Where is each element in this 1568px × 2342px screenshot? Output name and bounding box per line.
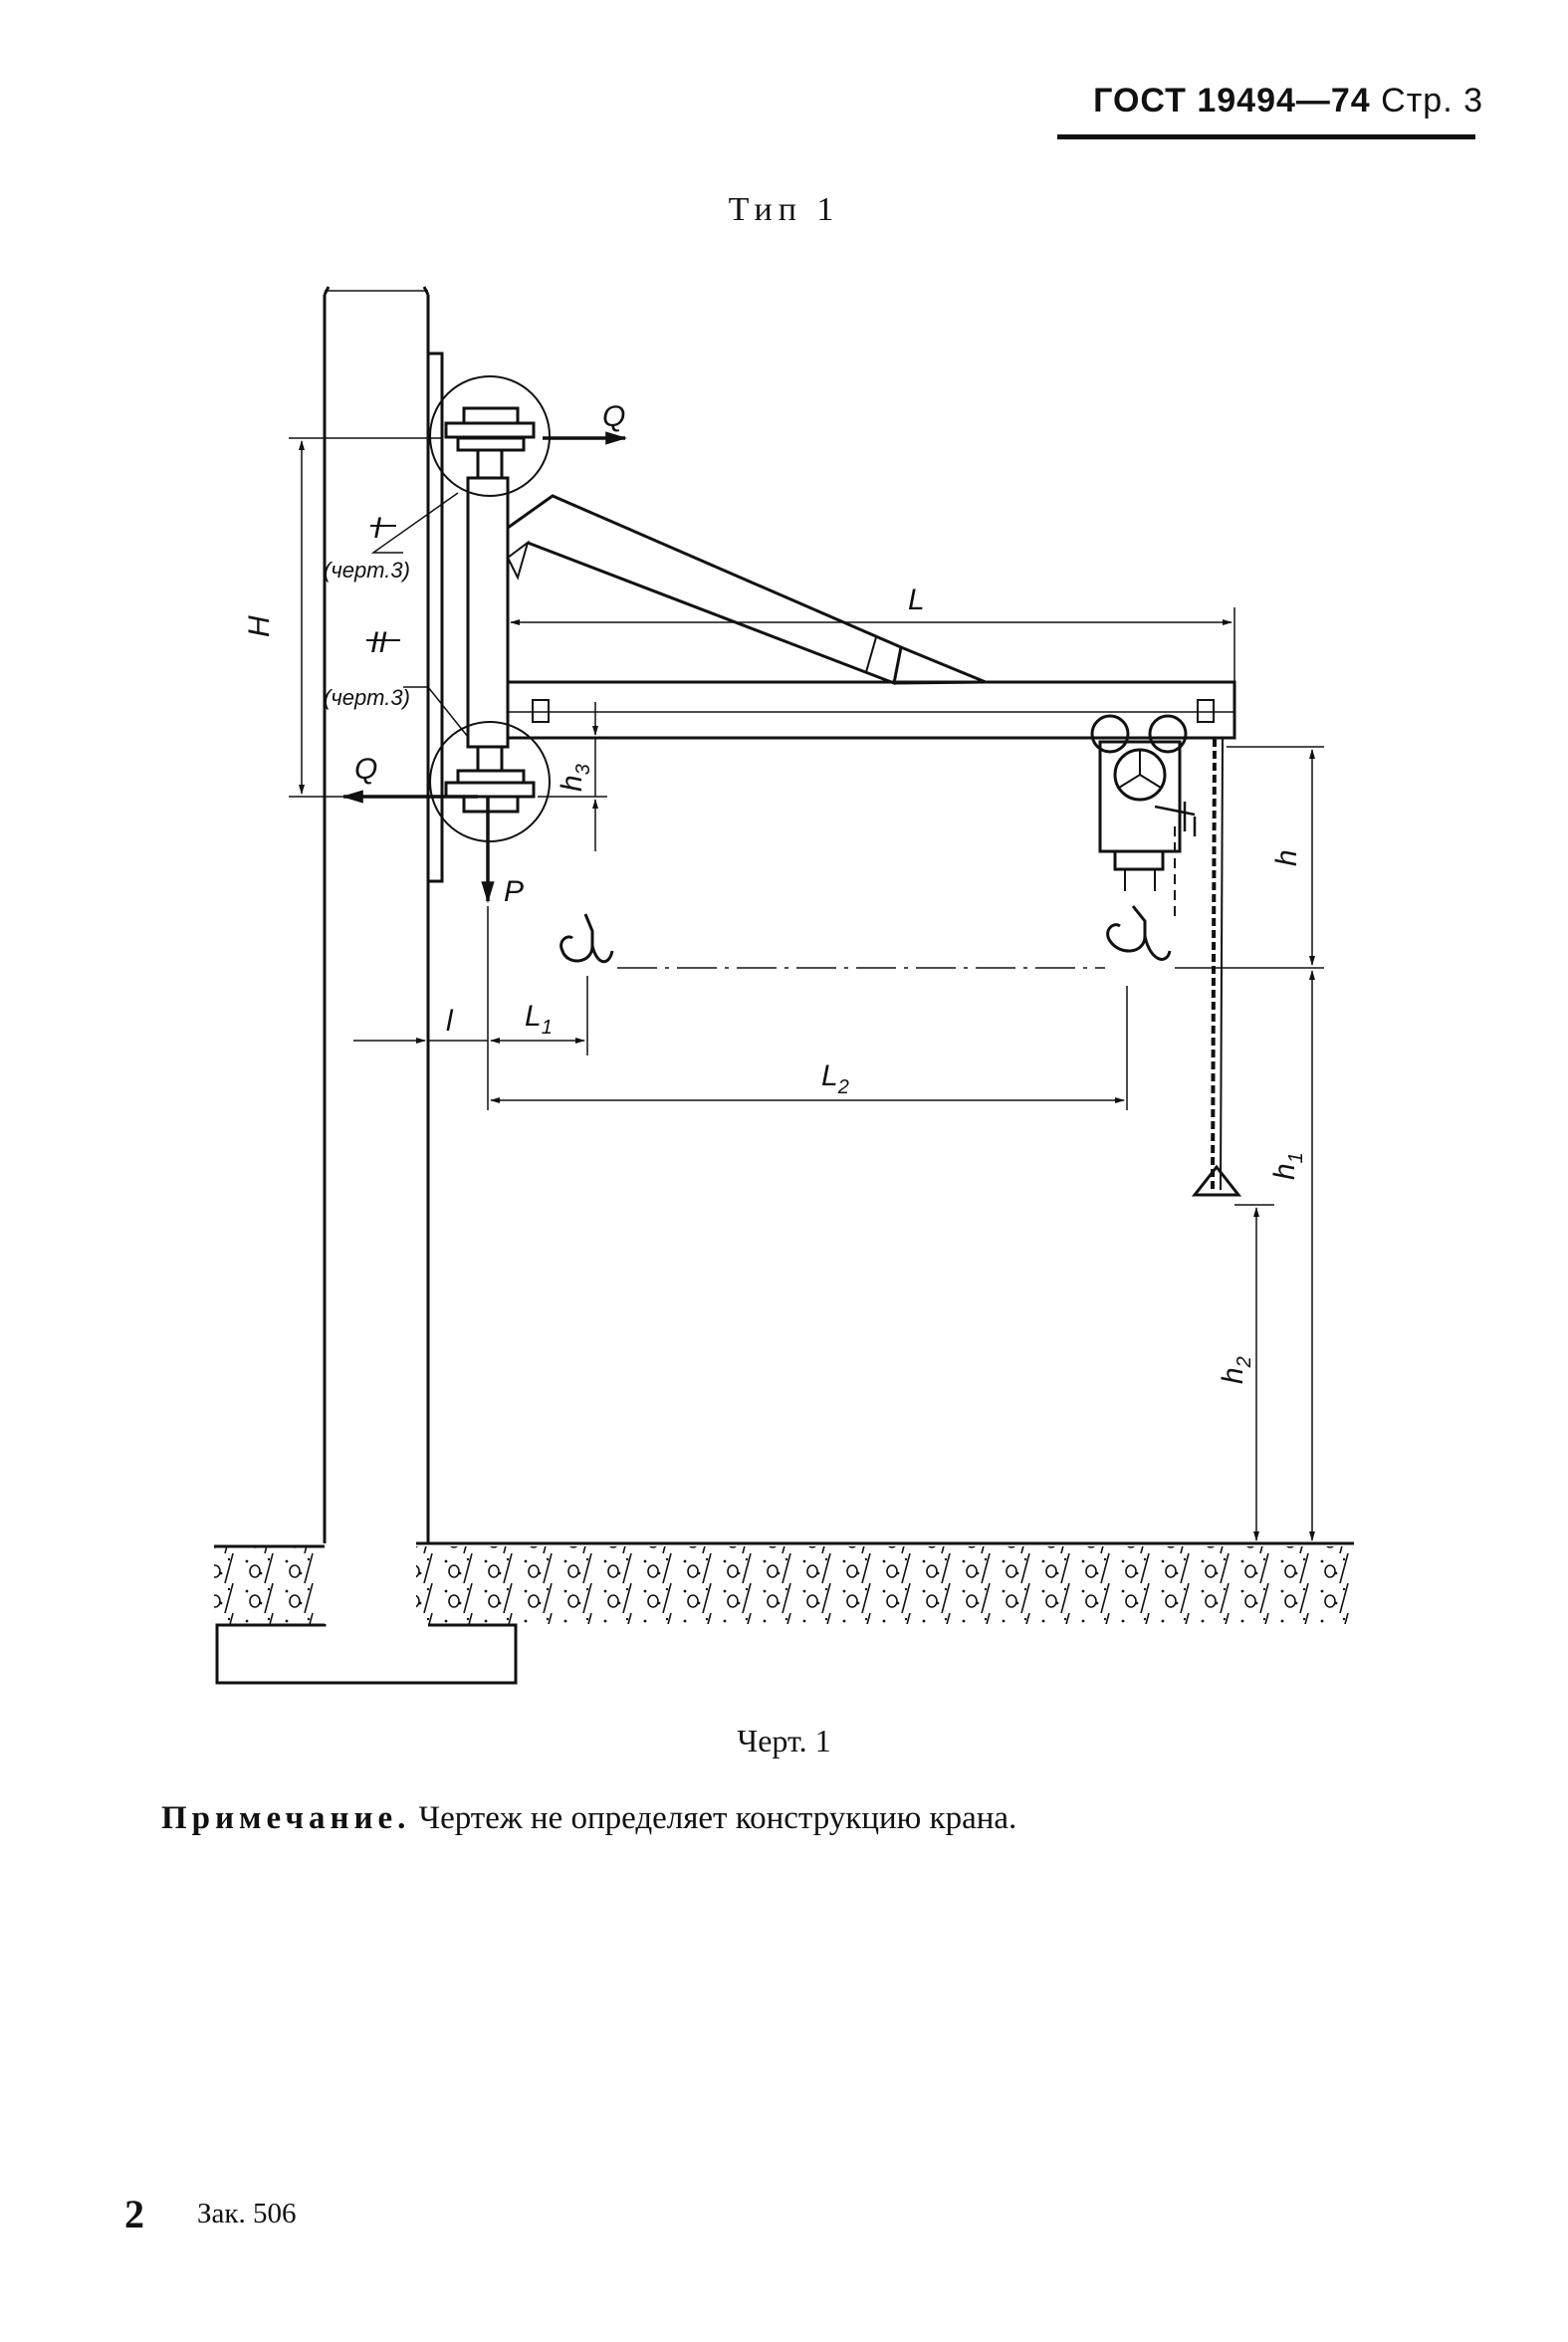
label-node-II-ref: (черт.3) [324, 685, 410, 710]
type-title: Тип 1 [728, 191, 840, 228]
label-H: H [243, 615, 276, 637]
label-L: L [908, 584, 925, 616]
label-node-II: II [370, 626, 387, 659]
label-Q-bottom: Q [354, 753, 377, 786]
label-l: l [446, 1005, 454, 1038]
note: Примечание. Чертеж не определяет констру… [161, 1800, 1016, 1837]
label-node-I: I [373, 512, 381, 545]
strut-brace [507, 494, 903, 686]
page-label: Стр. 3 [1381, 82, 1483, 119]
wall-footing [215, 1623, 518, 1685]
label-P: P [504, 875, 524, 908]
trolley-wheel-right [1148, 714, 1188, 754]
node-top-circle [429, 375, 551, 497]
footer-order: Зак. 506 [197, 2198, 297, 2229]
hand-chain [1211, 738, 1217, 1191]
label-h1: h1 [1268, 1152, 1307, 1180]
wall-plate [426, 351, 444, 883]
wall-column [323, 286, 430, 1543]
header-rule [1057, 134, 1475, 139]
note-label: Примечание. [161, 1800, 411, 1836]
hook-min [560, 913, 614, 964]
label-h: h [1270, 849, 1303, 866]
figure-caption: Черт. 1 [737, 1723, 831, 1758]
page-header: ГОСТ 19494—74 Стр. 3 [1093, 82, 1483, 120]
standard-number: ГОСТ 19494—74 [1093, 82, 1371, 119]
note-text: Чертеж не определяет конструкцию крана. [410, 1800, 1017, 1836]
footer-page-number: 2 [124, 2192, 144, 2236]
trolley-wheel-left [1090, 714, 1130, 754]
crane-mast [466, 476, 510, 749]
jib-boom [506, 680, 1236, 740]
label-L2: L2 [821, 1059, 849, 1098]
concrete-left [214, 1546, 322, 1624]
label-L1: L1 [525, 1000, 553, 1039]
label-h2: h2 [1217, 1356, 1255, 1384]
label-h3: h3 [556, 764, 594, 792]
label-Q-top: Q [602, 400, 625, 433]
pendant-weight [1191, 1164, 1242, 1197]
concrete-right [416, 1546, 1352, 1624]
node-bottom-circle [429, 721, 551, 842]
label-node-I-ref: (черт.3) [324, 558, 410, 583]
load-hook [1106, 905, 1172, 961]
